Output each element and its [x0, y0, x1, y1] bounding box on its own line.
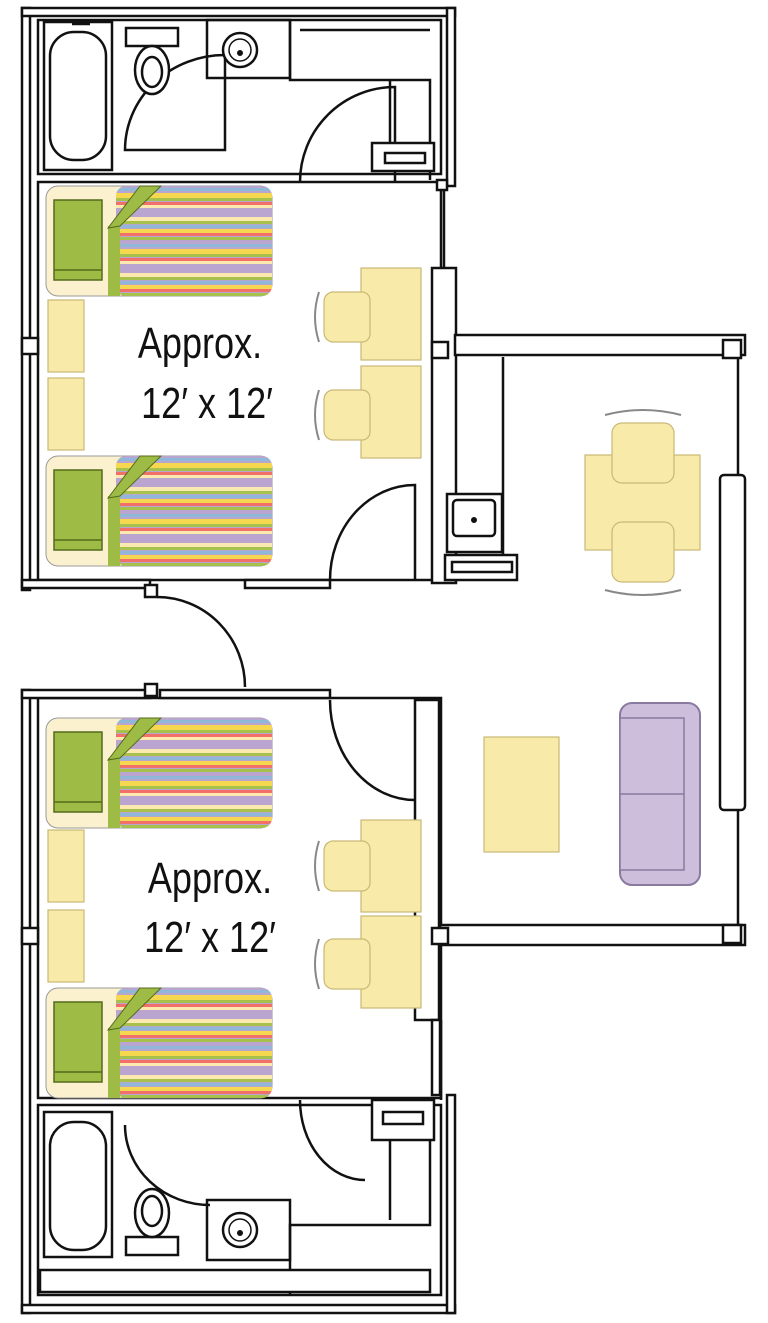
living-room: [443, 409, 701, 886]
bed: [45, 185, 273, 297]
room-size-label-line1: Approx.: [138, 319, 262, 368]
sofa: [619, 702, 701, 886]
bathroom-bottom: [42, 1110, 292, 1262]
bathroom-top: [42, 18, 449, 192]
bedroom-2: Approx. 12′ x 12′: [45, 717, 422, 1099]
bed: [45, 455, 273, 567]
bed: [45, 717, 273, 829]
room-size-label-line2: 12′ x 12′: [141, 379, 273, 428]
bed: [45, 987, 273, 1099]
room-size-label-line2: 12′ x 12′: [144, 913, 276, 962]
bedroom-1: Approx. 12′ x 12′: [45, 185, 422, 567]
room-size-label-line1: Approx.: [148, 854, 272, 903]
